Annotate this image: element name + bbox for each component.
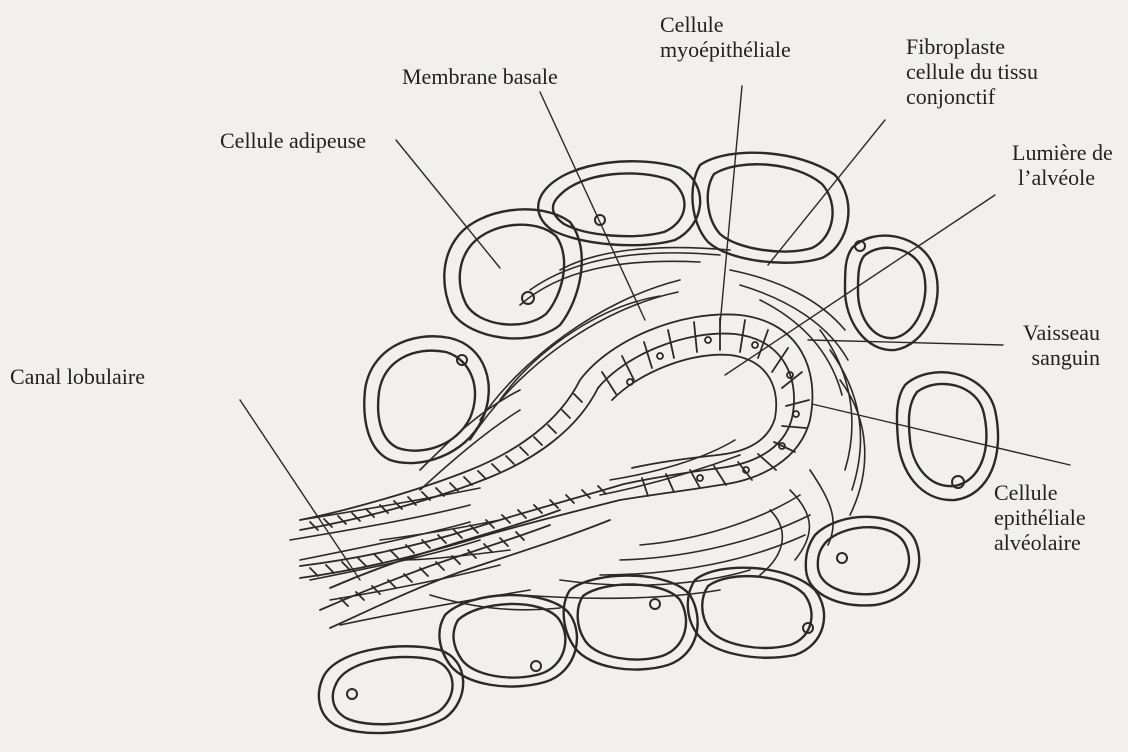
label-line: Fibroplaste <box>906 34 1038 59</box>
leader-epitheliale <box>812 404 1070 465</box>
label-vaisseau-sanguin: Vaisseau sanguin <box>1000 320 1100 370</box>
adipose-cell <box>364 336 488 463</box>
label-line: myoépithéliale <box>660 37 791 62</box>
label-canal-lobulaire: Canal lobulaire <box>10 364 145 389</box>
adipose-cell <box>319 646 463 733</box>
adipose-cell <box>444 209 581 338</box>
label-line: cellule du tissu <box>906 59 1038 84</box>
leader-fibroplaste <box>768 120 885 265</box>
adipose-cell <box>688 568 824 658</box>
adipose-cell <box>845 236 938 350</box>
leader-cellule-myo <box>720 86 742 325</box>
label-cellule-epitheliale: Cellule epithéliale alvéolaire <box>994 480 1086 555</box>
label-cellule-myoepitheliale: Cellule myoépithéliale <box>660 12 791 62</box>
connective-fibers <box>290 247 865 625</box>
adipose-cell <box>564 576 698 670</box>
label-line: Cellule <box>994 480 1086 505</box>
label-line: alvéolaire <box>994 530 1086 555</box>
label-fibroplaste: Fibroplaste cellule du tissu conjonctif <box>906 34 1038 109</box>
label-line: conjonctif <box>906 84 1038 109</box>
leader-lines <box>240 86 1070 580</box>
adipose-cell <box>538 161 700 245</box>
alveolus-epithelium <box>580 314 812 500</box>
adipose-cell <box>806 517 919 606</box>
label-line: epithéliale <box>994 505 1086 530</box>
adipose-cell <box>692 153 848 263</box>
lobular-duct <box>300 380 624 628</box>
leader-canal <box>240 400 360 580</box>
leader-cellule-adipeuse <box>396 140 500 268</box>
label-line: sanguin <box>1000 345 1100 370</box>
label-line: l’alvéole <box>1012 165 1113 190</box>
label-membrane-basale: Membrane basale <box>402 64 558 89</box>
label-cellule-adipeuse: Cellule adipeuse <box>220 128 366 153</box>
label-lumiere-alveole: Lumière de l’alvéole <box>1012 140 1113 190</box>
label-line: Vaisseau <box>1000 320 1100 345</box>
leader-membrane-basale <box>540 92 645 320</box>
adipose-cells <box>319 153 998 733</box>
label-line: Cellule <box>660 12 791 37</box>
label-line: Lumière de <box>1012 140 1113 165</box>
leader-lumiere <box>725 195 995 375</box>
